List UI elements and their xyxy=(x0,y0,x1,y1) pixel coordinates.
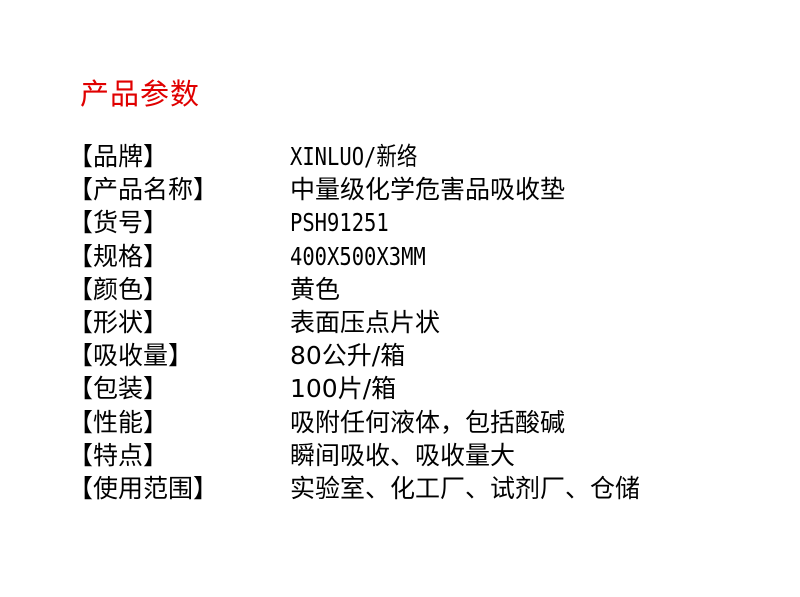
spec-row-features: 【特点】 瞬间吸收、吸收量大 xyxy=(68,439,640,472)
spec-value: XINLUO/新络 xyxy=(290,142,418,172)
spec-row-packaging: 【包装】 100片/箱 xyxy=(68,372,640,405)
spec-row-product-name: 【产品名称】 中量级化学危害品吸收垫 xyxy=(68,173,640,206)
spec-row-performance: 【性能】 吸附任何液体，包括酸碱 xyxy=(68,406,640,439)
spec-label: 【形状】 xyxy=(68,308,169,338)
spec-value: 80公升/箱 xyxy=(290,341,406,371)
spec-label: 【货号】 xyxy=(68,208,169,238)
spec-value: 实验室、化工厂、试剂厂、仓储 xyxy=(290,473,641,503)
spec-row-absorption: 【吸收量】 80公升/箱 xyxy=(68,339,640,372)
spec-label: 【包装】 xyxy=(68,374,169,404)
spec-label: 【特点】 xyxy=(68,440,169,470)
spec-value: 瞬间吸收、吸收量大 xyxy=(290,440,516,470)
spec-table: 【品牌】 XINLUO/新络 【产品名称】 中量级化学危害品吸收垫 【货号】 P… xyxy=(68,140,640,505)
page-title: 产品参数 xyxy=(80,77,201,111)
spec-label: 【颜色】 xyxy=(68,274,169,304)
spec-row-brand: 【品牌】 XINLUO/新络 xyxy=(68,140,640,173)
spec-label: 【产品名称】 xyxy=(68,175,219,205)
spec-value: 表面压点片状 xyxy=(290,308,441,338)
spec-value: 中量级化学危害品吸收垫 xyxy=(290,175,566,205)
spec-value: PSH91251 xyxy=(290,208,389,238)
spec-row-size: 【规格】 400X500X3MM xyxy=(68,240,640,273)
spec-row-item-number: 【货号】 PSH91251 xyxy=(68,206,640,239)
spec-row-usage-scope: 【使用范围】 实验室、化工厂、试剂厂、仓储 xyxy=(68,472,640,505)
spec-label: 【吸收量】 xyxy=(68,341,194,371)
spec-value: 400X500X3MM xyxy=(290,241,426,271)
spec-value: 100片/箱 xyxy=(290,374,397,404)
spec-value: 吸附任何液体，包括酸碱 xyxy=(290,407,566,437)
spec-label: 【使用范围】 xyxy=(68,473,219,503)
spec-value: 黄色 xyxy=(290,274,341,304)
spec-row-shape: 【形状】 表面压点片状 xyxy=(68,306,640,339)
spec-label: 【规格】 xyxy=(68,241,169,271)
spec-label: 【性能】 xyxy=(68,407,169,437)
spec-label: 【品牌】 xyxy=(68,142,169,172)
spec-row-color: 【颜色】 黄色 xyxy=(68,273,640,306)
